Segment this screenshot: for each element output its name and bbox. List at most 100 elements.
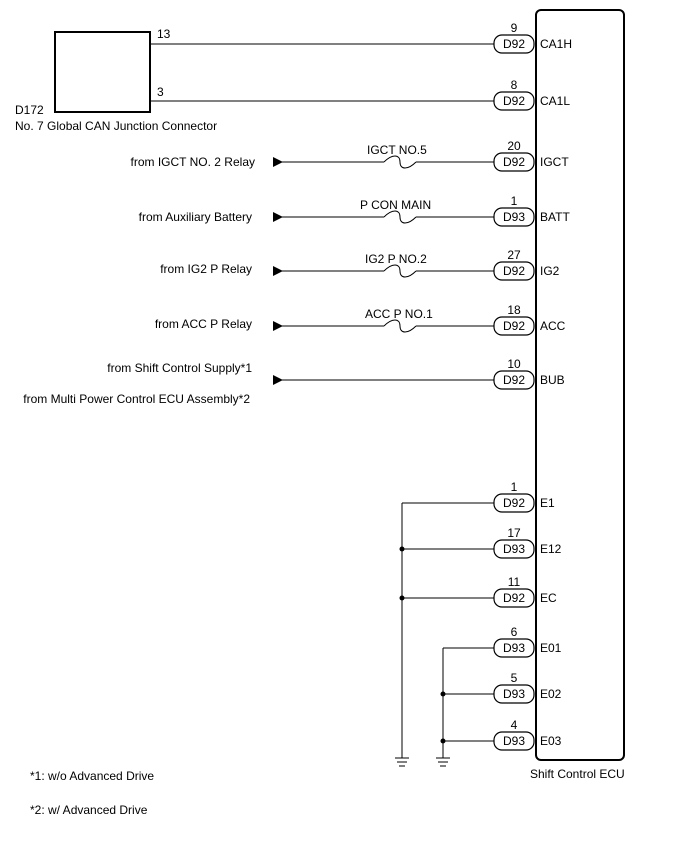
junction-connector-box	[54, 31, 151, 113]
junction-code: D172	[15, 103, 44, 117]
connector-pill	[493, 316, 535, 336]
terminal-name: E03	[540, 734, 562, 748]
splice-dot	[399, 546, 405, 552]
junction-pin-ca1h: 13	[157, 27, 171, 41]
connector-code: D93	[503, 210, 525, 224]
power-wires	[273, 157, 494, 385]
connector-code: D92	[503, 319, 525, 333]
terminal-name: IGCT	[540, 155, 569, 169]
fuse-label-ig2: IG2 P NO.2	[365, 252, 427, 266]
splice-dot	[440, 691, 446, 697]
pin-number: 4	[511, 718, 518, 732]
splice-dot	[399, 595, 405, 601]
connector-pill	[493, 539, 535, 559]
arrow-icon	[273, 266, 283, 276]
pin-number: 1	[511, 194, 518, 208]
arrow-icon	[273, 212, 283, 222]
terminal-name: E02	[540, 687, 562, 701]
terminal-name: E12	[540, 542, 562, 556]
connector-code: D93	[503, 641, 525, 655]
connector-code: D93	[503, 542, 525, 556]
connector-code: D92	[503, 496, 525, 510]
pin-number: 27	[507, 248, 521, 262]
connector-pill	[493, 370, 535, 390]
connector-code: D92	[503, 591, 525, 605]
pin-number: 10	[507, 357, 521, 371]
terminal-name: E1	[540, 496, 555, 510]
arrow-icon	[273, 321, 283, 331]
ground-icon	[395, 757, 409, 767]
source-batt: from Auxiliary Battery	[139, 210, 252, 224]
fuse-label-igct: IGCT NO.5	[367, 143, 427, 157]
connector-pill	[493, 152, 535, 172]
fuse-icon	[383, 210, 417, 224]
fuse-label-acc: ACC P NO.1	[365, 307, 433, 321]
pin-number: 18	[507, 303, 521, 317]
pin-number: 6	[511, 625, 518, 639]
terminals: D929CA1HD928CA1LD9220IGCTD931BATTD9227IG…	[493, 21, 572, 751]
connector-pill	[493, 207, 535, 227]
ecu-name: Shift Control ECU	[530, 767, 625, 781]
terminal-name: CA1L	[540, 94, 570, 108]
source-bub: from Shift Control Supply*1	[107, 361, 252, 375]
pin-number: 17	[507, 526, 521, 540]
connector-code: D93	[503, 687, 525, 701]
connector-code: D92	[503, 373, 525, 387]
fuses	[383, 155, 417, 333]
note-1: *1: w/o Advanced Drive	[30, 769, 154, 783]
shift-control-ecu-box	[535, 9, 625, 761]
connector-pill	[493, 684, 535, 704]
connector-code: D93	[503, 734, 525, 748]
source-ig2: from IG2 P Relay	[160, 262, 252, 276]
fuse-icon	[383, 319, 417, 333]
splice-dot	[440, 738, 446, 744]
terminal-name: E01	[540, 641, 562, 655]
ground-icon	[436, 757, 450, 767]
note-2: *2: w/ Advanced Drive	[30, 803, 148, 817]
pin-number: 9	[511, 21, 518, 35]
fuse-label-batt: P CON MAIN	[360, 198, 431, 212]
ground-wiring	[395, 502, 494, 767]
source-acc: from ACC P Relay	[155, 317, 252, 331]
terminal-name: BUB	[540, 373, 565, 387]
pin-number: 11	[508, 575, 521, 589]
connector-pill	[493, 91, 535, 111]
terminal-name: EC	[540, 591, 557, 605]
connector-pill	[493, 588, 535, 608]
pin-number: 5	[511, 671, 518, 685]
pin-number: 20	[507, 139, 521, 153]
source-bub-alt: from Multi Power Control ECU Assembly*2	[23, 392, 250, 406]
fuse-icon	[383, 264, 417, 278]
connector-code: D92	[503, 264, 525, 278]
junction-name: No. 7 Global CAN Junction Connector	[15, 119, 217, 133]
connector-pill	[493, 638, 535, 658]
connector-code: D92	[503, 94, 525, 108]
connector-pill	[493, 493, 535, 513]
junction-pin-ca1l: 3	[157, 85, 164, 99]
terminal-name: ACC	[540, 319, 566, 333]
connector-pill	[493, 34, 535, 54]
terminal-name: CA1H	[540, 37, 572, 51]
arrow-icon	[273, 157, 283, 167]
connector-code: D92	[503, 155, 525, 169]
source-igct: from IGCT NO. 2 Relay	[131, 155, 255, 169]
terminal-name: IG2	[540, 264, 560, 278]
connector-code: D92	[503, 37, 525, 51]
arrow-icon	[273, 375, 283, 385]
connector-pill	[493, 731, 535, 751]
terminal-name: BATT	[540, 210, 570, 224]
pin-number: 1	[511, 480, 518, 494]
